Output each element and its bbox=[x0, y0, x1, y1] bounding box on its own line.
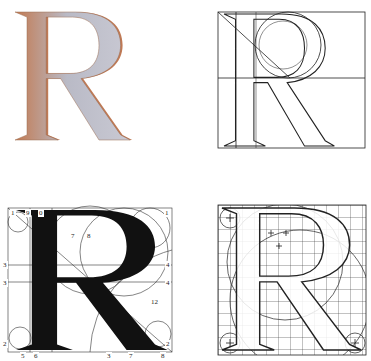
callout-number: 1 bbox=[10, 209, 16, 217]
callout-number: 4 bbox=[165, 261, 171, 269]
callout-number: 3 bbox=[2, 279, 8, 287]
callout-number: 8 bbox=[160, 352, 166, 360]
callout-number: 2 bbox=[2, 340, 8, 348]
callout-number: 7 bbox=[70, 232, 76, 240]
callout-number: 1 bbox=[164, 209, 170, 217]
callout-number: 5 bbox=[20, 352, 26, 360]
callout-number: 12 bbox=[150, 298, 159, 306]
callout-number: 3 bbox=[2, 261, 8, 269]
callout-number: 4 bbox=[165, 279, 171, 287]
geometric-construction bbox=[8, 206, 172, 352]
callout-number: 3 bbox=[106, 352, 112, 360]
callout-number: 6 bbox=[33, 352, 39, 360]
callout-number: 2 bbox=[165, 340, 171, 348]
shaded-letter bbox=[15, 12, 132, 140]
callout-number: 7 bbox=[128, 352, 134, 360]
callout-number: 0 bbox=[38, 209, 44, 217]
callout-number: 9 bbox=[25, 209, 31, 217]
sketch-construction bbox=[218, 12, 365, 148]
callout-number: 8 bbox=[86, 232, 92, 240]
grid-construction bbox=[218, 204, 370, 361]
